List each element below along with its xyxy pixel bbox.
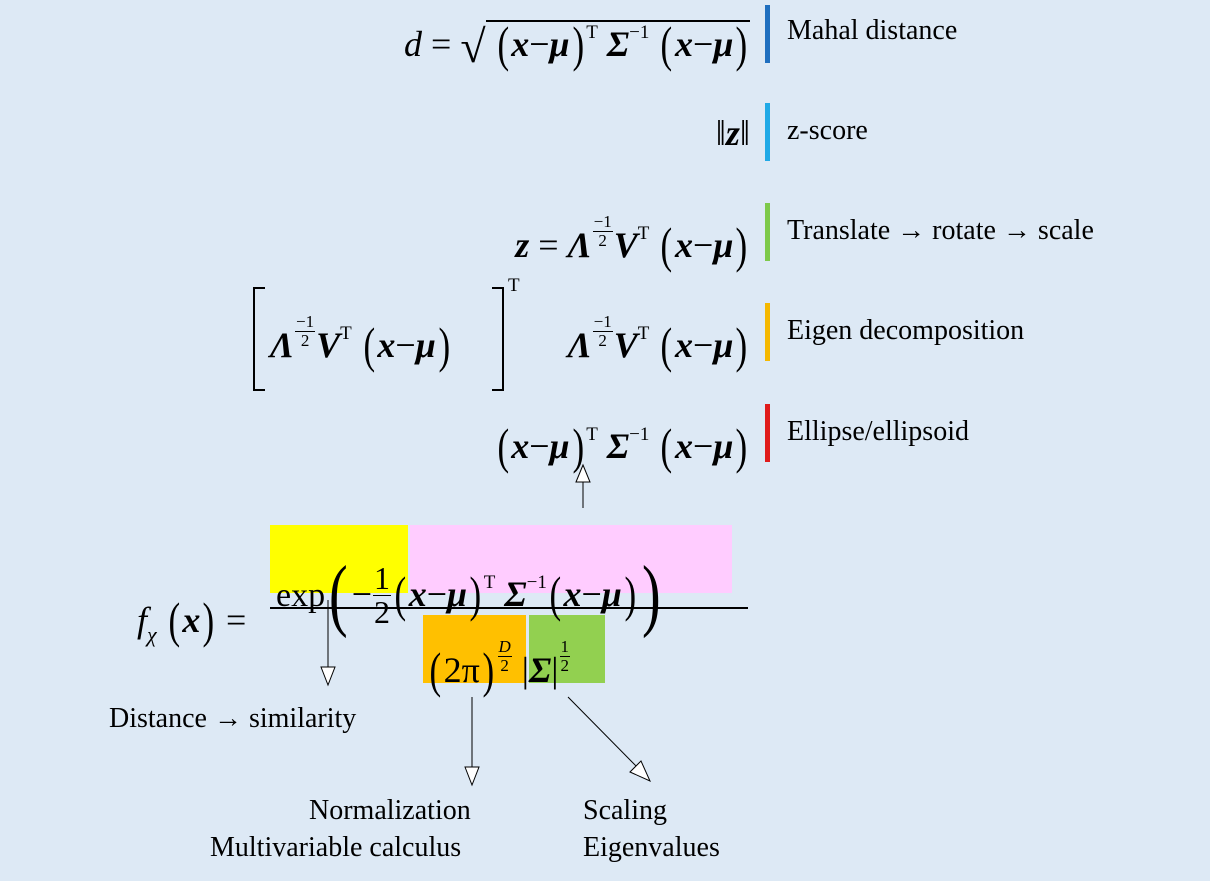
- bar-mahal: [765, 5, 770, 63]
- formula-mahal: d = √ (x−μ)T Σ−1 (x−μ): [404, 14, 750, 70]
- highlight-exp: [270, 525, 408, 593]
- note-distance-similarity: Distance → similarity: [109, 703, 357, 734]
- arrow-up-head: [575, 463, 591, 483]
- bracket-right: [492, 287, 504, 391]
- bracket-left: [253, 287, 265, 391]
- label-zscore: z-score: [787, 115, 868, 146]
- bar-translate: [765, 203, 770, 261]
- label-ellipse: Ellipse/ellipsoid: [787, 416, 969, 447]
- pdf-fraction-line: [270, 607, 748, 609]
- arrow-similarity-head: [320, 666, 336, 687]
- bar-ellipse: [765, 404, 770, 462]
- label-translate: Translate → rotate → scale: [787, 215, 1094, 246]
- highlight-quadratic: [410, 525, 732, 593]
- note-multivariable: Multivariable calculus: [210, 832, 462, 863]
- highlight-normalization: [423, 615, 526, 683]
- note-eigenvalues: Eigenvalues: [583, 832, 720, 863]
- bar-zscore: [765, 103, 770, 161]
- formula-norm-z: ‖z‖: [715, 113, 750, 153]
- pdf-lhs: fχ (x) =: [137, 592, 247, 648]
- label-eigen: Eigen decomposition: [787, 315, 1025, 346]
- bracket-transpose: T: [508, 275, 520, 296]
- note-normalization: Normalization: [309, 795, 471, 826]
- label-mahal: Mahal distance: [787, 15, 958, 46]
- arrow-scaling-line: [567, 696, 639, 769]
- bar-eigen: [765, 303, 770, 361]
- formula-quadratic: (x−μ)T Σ−1 (x−μ): [497, 418, 748, 474]
- highlight-determinant: [529, 615, 605, 683]
- note-scaling: Scaling: [583, 795, 667, 826]
- arrow-normalization-head: [464, 766, 480, 787]
- arrow-scaling-head: [629, 760, 651, 782]
